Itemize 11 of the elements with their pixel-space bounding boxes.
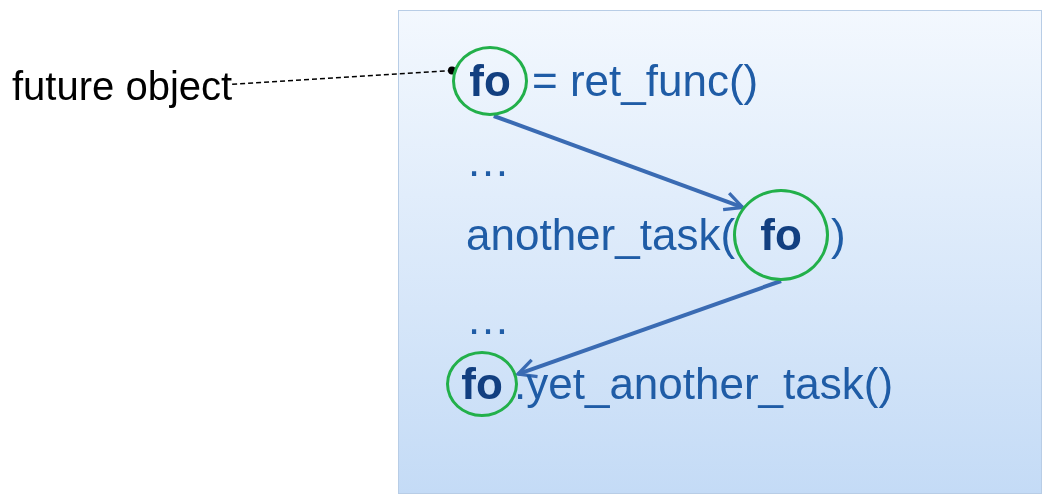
highlight-circle: fo (446, 351, 518, 417)
callout-text: future object (12, 64, 233, 109)
code-panel (398, 10, 1042, 494)
code-text: = ret_func() (532, 56, 759, 106)
arrow (516, 279, 782, 379)
arrow (493, 114, 745, 212)
highlight-circle: fo (452, 46, 528, 116)
code-text: … (466, 294, 510, 344)
leader-line (231, 66, 456, 85)
code-text: ) (831, 210, 846, 260)
code-text: … (466, 136, 510, 186)
